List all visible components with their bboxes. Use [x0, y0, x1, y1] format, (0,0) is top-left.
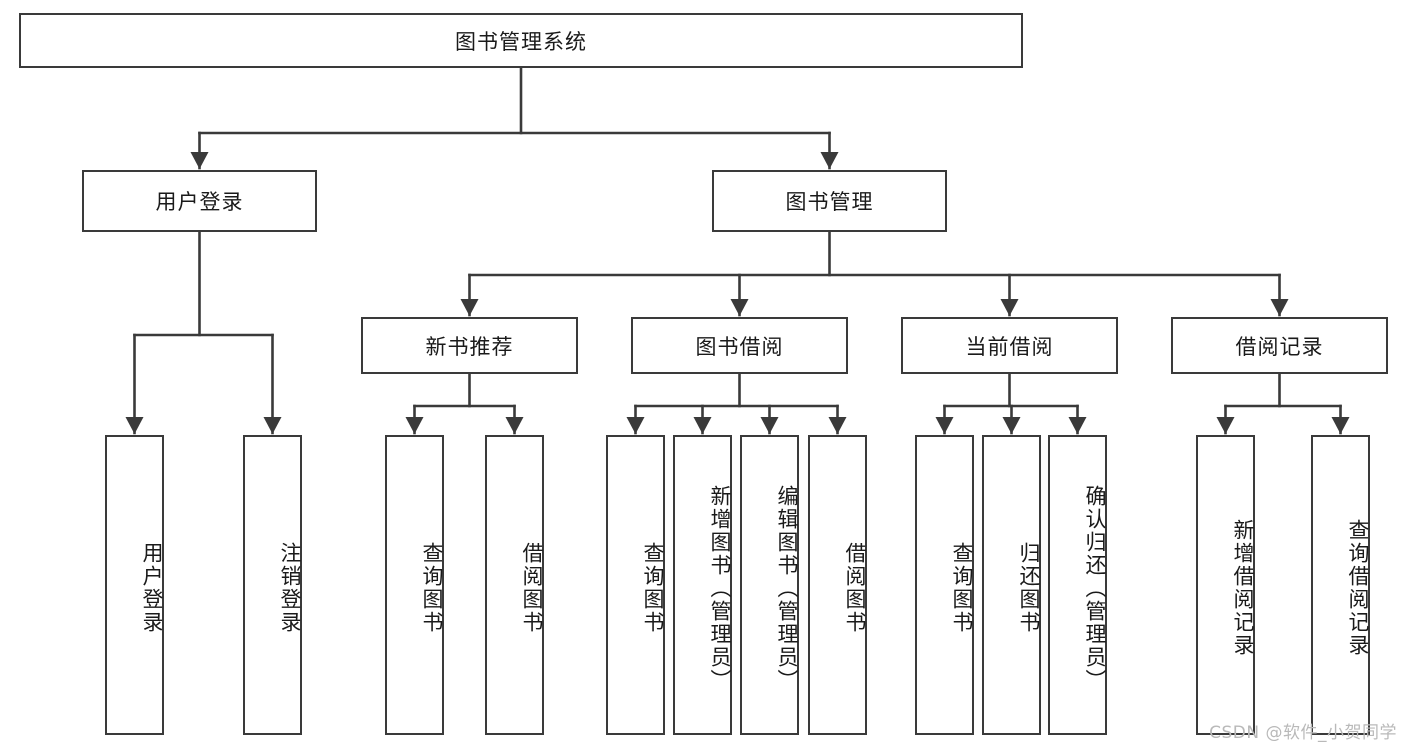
arrowhead-icon: [125, 417, 144, 434]
leaf-record-query-borrow-record[interactable]: 查询借阅记录: [1311, 435, 1370, 735]
leaf-borrow-add-book-admin[interactable]: 新增图书（管理员）: [673, 435, 732, 735]
node-label: 用户登录: [155, 190, 244, 214]
arrowhead-icon: [190, 152, 209, 169]
leaf-user-login[interactable]: 用户登录: [105, 435, 164, 735]
node-root-system[interactable]: 图书管理系统: [19, 13, 1023, 68]
node-label: 图书管理: [785, 190, 874, 214]
node-label: 当前借阅: [965, 334, 1054, 359]
node-label: 编辑图书（管理员）: [775, 484, 799, 692]
arrowhead-icon: [1068, 417, 1087, 434]
arrowhead-icon: [1000, 299, 1019, 316]
leaf-borrow-query-book[interactable]: 查询图书: [606, 435, 665, 735]
arrowhead-icon: [505, 417, 524, 434]
leaf-record-add-borrow-record[interactable]: 新增借阅记录: [1196, 435, 1255, 735]
node-book-borrow[interactable]: 图书借阅: [631, 317, 848, 374]
node-label: 查询图书: [420, 542, 444, 634]
arrowhead-icon: [1270, 299, 1289, 316]
node-label: 注销登录: [278, 542, 302, 634]
leaf-current-query-book[interactable]: 查询图书: [915, 435, 974, 735]
arrowhead-icon: [935, 417, 954, 434]
arrowhead-icon: [828, 417, 847, 434]
node-label: 新增图书（管理员）: [708, 484, 732, 692]
node-current-borrow[interactable]: 当前借阅: [901, 317, 1118, 374]
leaf-recommend-query-book[interactable]: 查询图书: [385, 435, 444, 735]
leaf-borrow-edit-book-admin[interactable]: 编辑图书（管理员）: [740, 435, 799, 735]
arrowhead-icon: [820, 152, 839, 169]
node-user-login[interactable]: 用户登录: [82, 170, 317, 232]
leaf-recommend-borrow-book[interactable]: 借阅图书: [485, 435, 544, 735]
node-label: 查询图书: [641, 542, 665, 634]
watermark: CSDN @软件_小贺同学: [1209, 723, 1397, 743]
arrowhead-icon: [760, 417, 779, 434]
node-new-book-recommend[interactable]: 新书推荐: [361, 317, 578, 374]
node-label: 新增借阅记录: [1231, 519, 1255, 657]
leaf-current-return-book[interactable]: 归还图书: [982, 435, 1041, 735]
node-label: 借阅图书: [843, 542, 867, 634]
node-label: 图书管理系统: [455, 29, 587, 54]
node-label: 用户登录: [140, 542, 164, 634]
node-label: 借阅图书: [520, 542, 544, 634]
leaf-borrow-borrow-book[interactable]: 借阅图书: [808, 435, 867, 735]
arrowhead-icon: [1216, 417, 1235, 434]
node-label: 借阅记录: [1235, 334, 1324, 359]
node-label: 查询借阅记录: [1346, 519, 1370, 657]
arrowhead-icon: [405, 417, 424, 434]
node-label: 查询图书: [950, 542, 974, 634]
leaf-logout[interactable]: 注销登录: [243, 435, 302, 735]
node-book-management[interactable]: 图书管理: [712, 170, 947, 232]
arrowhead-icon: [263, 417, 282, 434]
node-label: 新书推荐: [425, 334, 514, 359]
arrowhead-icon: [730, 299, 749, 316]
arrowhead-icon: [693, 417, 712, 434]
node-label: 归还图书: [1017, 542, 1041, 634]
node-label: 图书借阅: [695, 334, 784, 359]
arrowhead-icon: [460, 299, 479, 316]
arrowhead-icon: [1002, 417, 1021, 434]
node-label: 确认归还（管理员）: [1083, 484, 1107, 692]
arrowhead-icon: [626, 417, 645, 434]
leaf-current-confirm-return-admin[interactable]: 确认归还（管理员）: [1048, 435, 1107, 735]
arrowhead-icon: [1331, 417, 1350, 434]
node-borrow-record[interactable]: 借阅记录: [1171, 317, 1388, 374]
